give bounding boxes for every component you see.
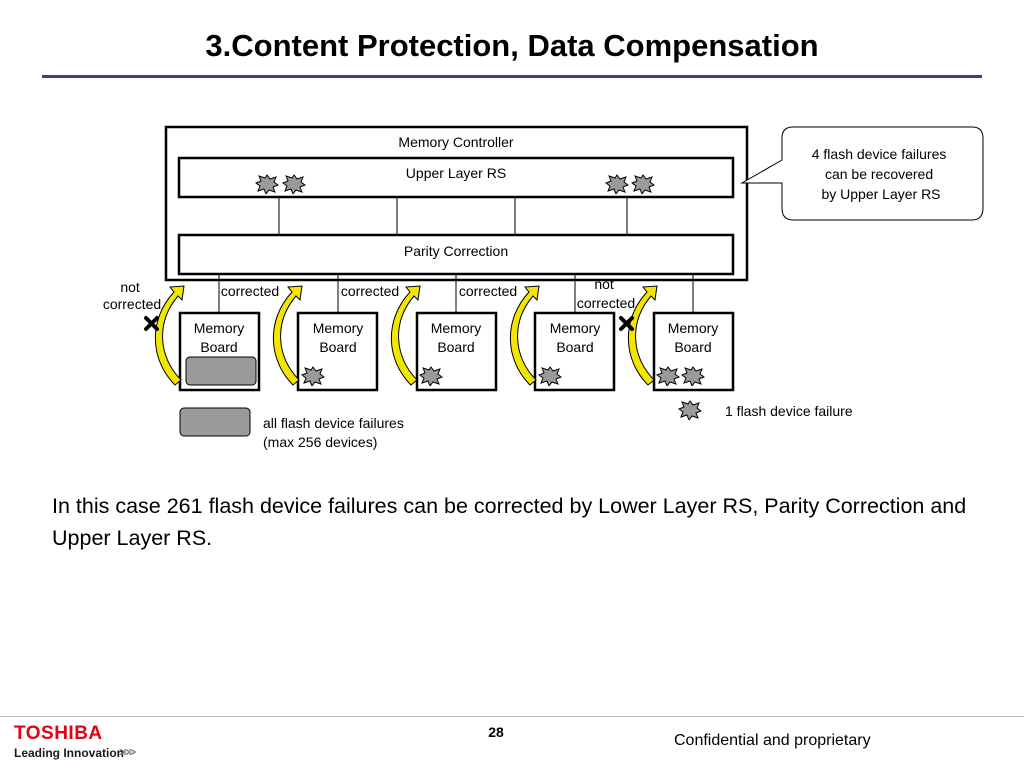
board-label: Memory [313,320,364,336]
not-corrected-label-2: not corrected [577,276,635,311]
rs-parity-connectors [278,197,628,235]
callout-line-3: by Upper Layer RS [821,186,940,202]
legend-all-failures-swatch [179,407,251,437]
x-mark-icon [619,316,634,331]
corrected-label-3: corrected [459,283,517,299]
memory-controller-label: Memory Controller [398,134,513,150]
corrected-label-1: corrected [221,283,279,299]
corrected-label-2: corrected [341,283,399,299]
callout-text: 4 flash device failures can be recovered… [812,146,951,202]
footer-divider [0,716,1024,717]
all-failures-block [185,356,257,386]
slide-title: 3.Content Protection, Data Compensation [205,28,819,63]
board-label: Board [556,339,593,355]
parity-correction-label: Parity Correction [404,243,508,259]
memory-board-2: Memory Board [296,311,379,392]
not-corrected-label-1: not corrected [103,279,161,312]
corrected-arrow-3 [509,285,540,386]
memory-board-3: Memory Board [415,311,498,392]
parity-board-connectors [218,274,694,313]
x-mark-icon [144,316,159,331]
page-number: 28 [488,724,504,740]
memory-protection-diagram: Memory Controller Upper Layer RS Parity … [103,125,984,450]
board-label: Board [674,339,711,355]
board-label: Board [437,339,474,355]
board-label: Board [200,339,237,355]
summary-text: In this case 261 flash device failures c… [52,494,967,550]
not-corrected-arrow-2 [627,285,658,386]
tagline-chevrons: >>> [119,745,136,759]
memory-board-1: Memory Board [178,311,261,392]
legend-single-failure-text: 1 flash device failure [725,403,853,419]
x-marks [144,316,634,331]
memory-board-4: Memory Board [533,311,616,392]
toshiba-logo: TOSHIBA [14,723,103,744]
corrected-arrow-2 [390,285,421,386]
board-label: Board [319,339,356,355]
not-corrected-arrow-1 [154,285,185,386]
legend-all-failures-text: all flash device failures (max 256 devic… [263,415,408,450]
tagline: Leading Innovation [14,746,124,760]
correction-arrows [154,285,658,386]
board-label: Memory [431,320,482,336]
title-underline [42,75,982,78]
legend-failure-icon [678,400,702,420]
callout-line-1: 4 flash device failures [812,146,947,162]
corrected-arrow-1 [272,285,303,386]
callout-line-2: can be recovered [825,166,933,182]
board-label: Memory [550,320,601,336]
board-label: Memory [668,320,719,336]
memory-board-5: Memory Board [652,311,735,392]
parity-correction-box [177,233,735,276]
confidential-note: Confidential and proprietary [674,732,871,749]
board-label: Memory [194,320,245,336]
callout-bubble [740,126,984,221]
upper-layer-rs-label: Upper Layer RS [406,165,506,181]
